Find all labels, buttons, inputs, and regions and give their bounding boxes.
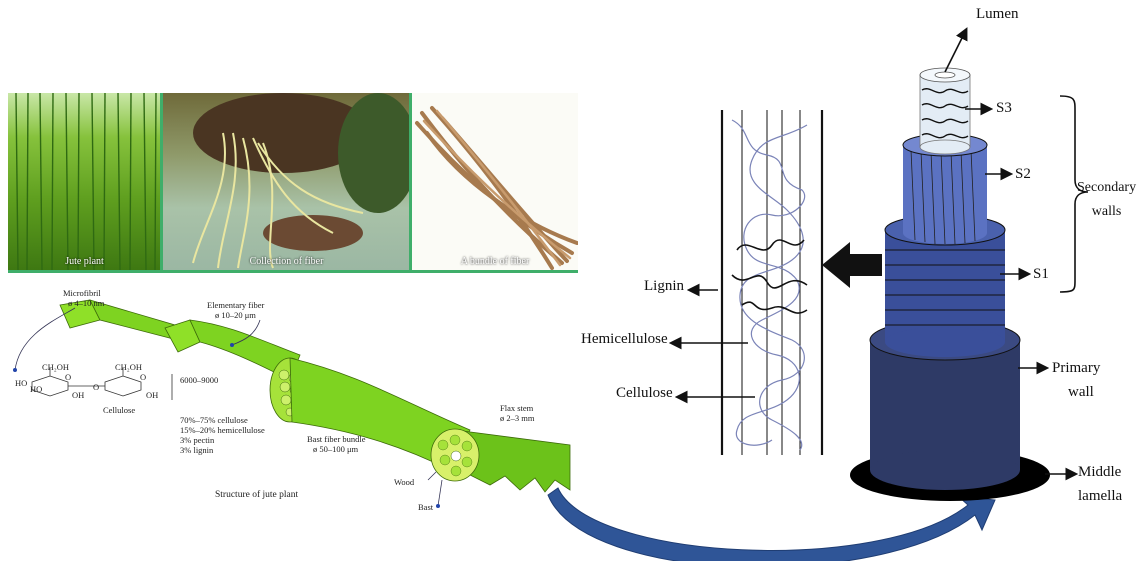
jute-plant-photo: Jute plant [8, 93, 161, 270]
fiber-bundle-illustration [412, 93, 578, 270]
cell-wall-polymer-strand [712, 110, 832, 455]
fiber-bundle-photo: A bundle of fiber [412, 93, 578, 270]
s1-label: S1 [1033, 266, 1049, 283]
wood-label: Wood [394, 477, 414, 487]
hemicellulose-label: Hemicellulose [581, 331, 668, 348]
middle-lamella-line1: Middle [1078, 460, 1122, 484]
composition-list: 70%–75% cellulose 15%–20% hemicellulose … [180, 415, 265, 455]
photo-divider [160, 93, 163, 270]
flax-stem-size: ø 2–3 mm [500, 413, 534, 423]
middle-lamella-line2: lamella [1078, 484, 1122, 508]
flax-stem-label: Flax stem [500, 403, 533, 413]
jute-plant-caption: Jute plant [8, 256, 161, 267]
primary-wall-line1: Primary [1052, 356, 1100, 380]
primary-wall-label: Primary wall [1052, 356, 1100, 404]
composition-cellulose: 70%–75% cellulose [180, 415, 265, 425]
fiber-collection-illustration [163, 93, 410, 270]
lignin-label: Lignin [644, 278, 684, 295]
middle-lamella-label: Middle lamella [1078, 460, 1122, 508]
fiber-bundle-caption: A bundle of fiber [412, 256, 578, 267]
s2-label: S2 [1015, 166, 1031, 183]
fiber-collection-photo: Collection of fiber [163, 93, 410, 270]
photo-divider [409, 93, 412, 270]
composition-lignin: 3% lignin [180, 445, 265, 455]
primary-wall-line2: wall [1052, 380, 1100, 404]
bast-bundle-label: Bast fiber bundle [307, 434, 366, 444]
elementary-fiber-size: ø 10–20 μm [215, 310, 256, 320]
secondary-walls-line2: walls [1077, 200, 1136, 224]
cellulose-ring-drawing [10, 368, 190, 408]
microfibril-label: Microfibril [63, 288, 101, 298]
microfibril-size: ø 4–10 nm [68, 298, 104, 308]
jute-stalks-illustration [8, 93, 161, 270]
degree-of-polymerization: 6000–9000 [180, 375, 218, 385]
bast-bundle-size: ø 50–100 μm [313, 444, 358, 454]
jute-structure-caption: Structure of jute plant [215, 490, 298, 500]
composition-hemicellulose: 15%–20% hemicellulose [180, 425, 265, 435]
secondary-walls-line1: Secondary [1077, 176, 1136, 200]
fiber-collection-caption: Collection of fiber [163, 256, 410, 267]
photo-strip-border [8, 270, 578, 273]
bast-label: Bast [418, 502, 433, 512]
lumen-label: Lumen [976, 6, 1019, 23]
secondary-walls-label: Secondary walls [1077, 176, 1136, 224]
cell-wall-layers-cylinder [845, 55, 1055, 525]
elementary-fiber-label: Elementary fiber [207, 300, 264, 310]
cellulose-label: Cellulose [616, 385, 673, 402]
s3-label: S3 [996, 100, 1012, 117]
formula-cellulose-label: Cellulose [103, 405, 135, 415]
composition-pectin: 3% pectin [180, 435, 265, 445]
